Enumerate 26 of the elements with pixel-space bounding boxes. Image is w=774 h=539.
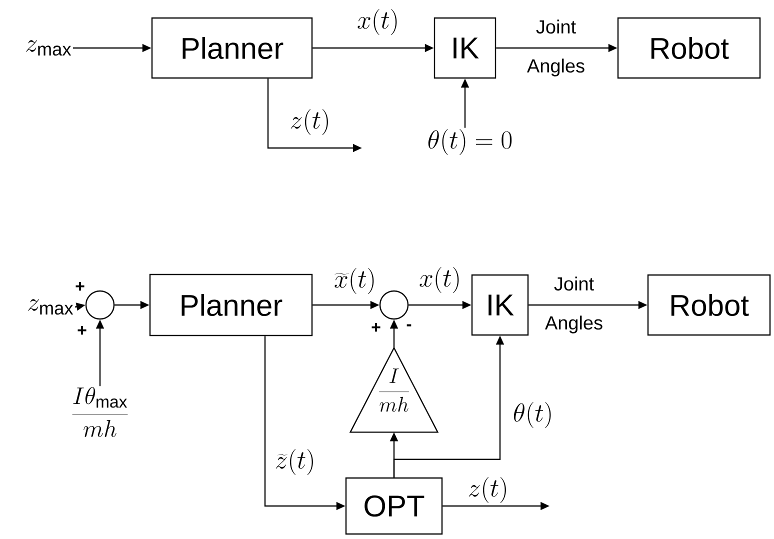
edge-label: $x(t)$ [356,8,400,36]
edge-label: $z(t)$ [466,476,510,504]
edge-label: Joint Angles [527,20,584,76]
summing-junction [85,290,115,320]
summing-junction [379,290,409,320]
sign-label: + [372,323,380,332]
edge-label: Joint Angles [545,276,602,334]
edge-label: $z(t)$ [288,108,332,136]
sign-label: + [76,282,84,291]
block-box: Robot [647,274,771,336]
block-box: IK [434,17,496,79]
block-box: OPT [345,477,443,535]
block-box: Robot [617,17,761,79]
signal-label: $z_{\max}$ [26,40,72,56]
signal-label: $z_{\max}$ [28,299,74,315]
edge-label: $\theta(t)$ [512,401,554,429]
edge-label: $\widetilde{z}(t)$ [274,448,316,476]
sign-label: - [406,324,412,326]
block-box: IK [471,274,529,336]
edge-label: $\widetilde{x}(t)$ [332,267,378,295]
signal-label: $\frac{I\theta_{\max}}{mh}$ [72,387,128,437]
edge-label: $x(t)$ [418,266,462,294]
signal-label: $\theta(t)=0$ [428,129,512,155]
sign-label: + [78,326,86,335]
block-box: Planner [149,274,313,336]
block-box: Planner [151,17,313,79]
